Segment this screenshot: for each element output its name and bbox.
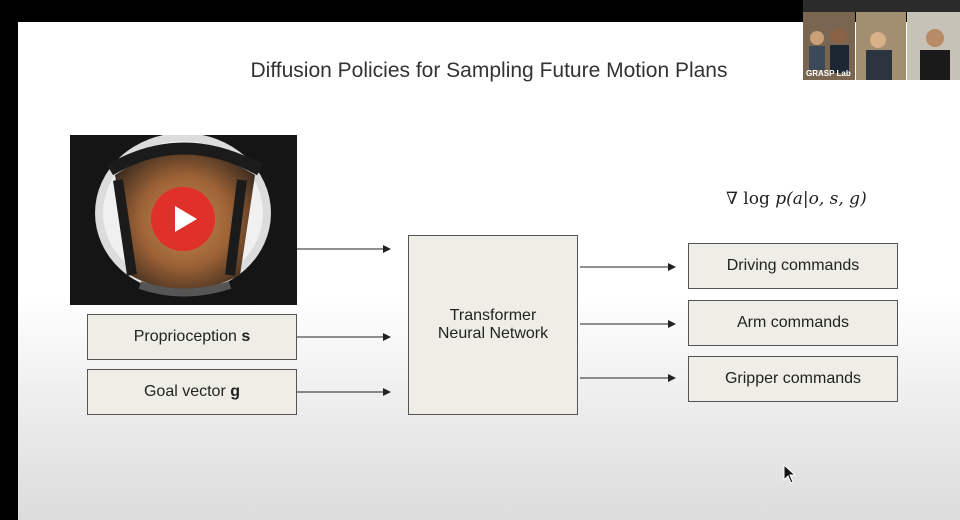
proprioception-label: Proprioception [133, 328, 237, 345]
formula-expr: p(a|o, s, g) [775, 189, 867, 209]
participant-tile-3[interactable] [907, 12, 960, 80]
video-call-strip [803, 0, 960, 12]
video-thumbnail[interactable] [70, 135, 297, 305]
transformer-box: Transformer Neural Network [408, 235, 578, 415]
gradient-formula: ∇ log p(a|o, s, g) [726, 189, 867, 209]
proprioception-input-box: Proprioception s [87, 314, 297, 360]
mouse-cursor-icon [783, 464, 797, 484]
arm-commands-label: Arm commands [736, 314, 850, 331]
transformer-line1: Transformer [449, 307, 537, 324]
play-icon[interactable] [150, 186, 216, 252]
goal-vector-var: g [230, 383, 241, 400]
slide-title: Diffusion Policies for Sampling Future M… [250, 59, 728, 82]
driving-commands-box: Driving commands [688, 243, 898, 289]
arm-commands-box: Arm commands [688, 300, 898, 346]
proprioception-var: s [241, 328, 251, 345]
formula-prefix: ∇ log [726, 189, 770, 209]
goal-vector-input-box: Goal vector g [87, 369, 297, 415]
gripper-commands-label: Gripper commands [724, 370, 862, 387]
transformer-line2: Neural Network [437, 325, 549, 342]
connector-arrows [297, 245, 676, 396]
participant-tile-group[interactable]: GRASP Lab [803, 12, 855, 80]
video-call-label: GRASP Lab [806, 69, 851, 78]
participant-tile-2[interactable] [856, 12, 906, 80]
goal-vector-label: Goal vector [143, 383, 226, 400]
driving-commands-label: Driving commands [726, 257, 860, 274]
gripper-commands-box: Gripper commands [688, 356, 898, 402]
presentation-slide: Diffusion Policies for Sampling Future M… [18, 22, 960, 520]
